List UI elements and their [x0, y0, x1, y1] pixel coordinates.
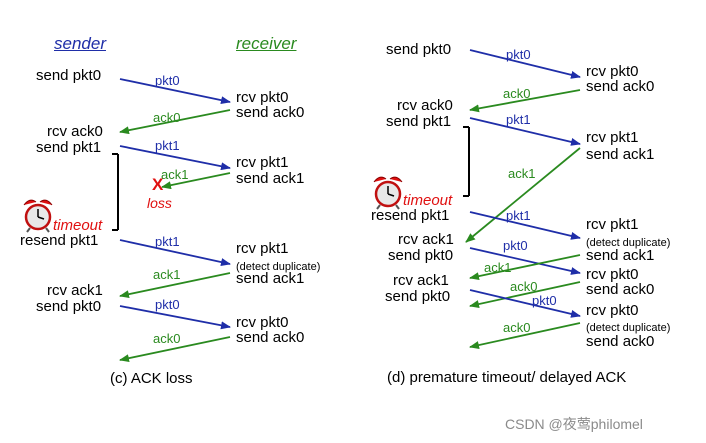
right-sender-send-pkt0-3: send pkt0: [385, 288, 451, 305]
right-sender-rcv-ack0: rcv ack0: [397, 97, 453, 114]
right-arrow-pkt0-3: [469, 289, 581, 318]
left-sender-rcv-ack1: rcv ack1: [47, 282, 103, 299]
right-sender-rcv-ack1-2: rcv ack1: [393, 272, 449, 289]
right-sender-resend-pkt1: resend pkt1: [371, 207, 450, 224]
right-msg-ack1: ack1: [508, 166, 536, 181]
right-receiver-detect-duplicate-2: (detect duplicate): [586, 322, 671, 334]
left-msg-ack1: ack1: [161, 167, 189, 182]
right-msg-pkt0: pkt0: [506, 47, 531, 62]
right-receiver-rcv-pkt1: rcv pkt1: [586, 129, 639, 146]
right-receiver-rcv-pkt0-2: rcv pkt0: [586, 266, 639, 283]
left-receiver-detect-duplicate: (detect duplicate): [236, 261, 321, 273]
right-arrow-pkt0-2: [469, 247, 581, 275]
left-timeout-label: timeout: [53, 217, 103, 234]
right-msg-ack0-2: ack0: [510, 279, 538, 294]
right-msg-ack1-2: ack1: [484, 260, 512, 275]
right-sender-send-pkt1: send pkt1: [386, 113, 452, 130]
left-receiver-send-ack1: send ack1: [236, 170, 305, 187]
right-msg-pkt0-3: pkt0: [532, 293, 557, 308]
left-receiver-rcv-pkt0: rcv pkt0: [236, 89, 289, 106]
watermark: CSDN @夜莺philomel: [505, 416, 643, 432]
left-receiver-title: receiver: [236, 34, 297, 53]
left-arrow-pkt0: [119, 78, 231, 105]
left-arrow-ack0: [119, 109, 231, 135]
right-receiver-detect-duplicate: (detect duplicate): [586, 237, 671, 249]
right-sender-rcv-ack1: rcv ack1: [398, 231, 454, 248]
right-msg-ack0-3: ack0: [503, 320, 531, 335]
left-sender-title: sender: [54, 34, 106, 53]
left-sender-resend-pkt1: resend pkt1: [20, 232, 99, 249]
left-sender-rcv-ack0: rcv ack0: [47, 123, 103, 140]
right-arrow-ack1-2: [469, 254, 581, 281]
left-sender-send-pkt1: send pkt1: [36, 139, 102, 156]
left-alarm-clock-icon: [23, 199, 53, 233]
right-sender-send-pkt0-2: send pkt0: [388, 247, 454, 264]
right-timeout-label: timeout: [403, 192, 453, 209]
left-arrow-ack1-lost: [161, 172, 231, 190]
right-arrow-pkt0: [469, 49, 581, 79]
left-receiver-rcv-pkt0-2: rcv pkt0: [236, 314, 289, 331]
loss-label: loss: [147, 195, 172, 211]
left-receiver-send-ack0: send ack0: [236, 104, 305, 121]
right-msg-pkt1-2: pkt1: [506, 208, 531, 223]
right-arrow-resend-pkt1: [469, 211, 581, 240]
right-sender-send-pkt0: send pkt0: [386, 41, 452, 58]
right-receiver-rcv-pkt0: rcv pkt0: [586, 63, 639, 80]
left-msg-ack1-2: ack1: [153, 267, 181, 282]
right-receiver-send-ack0-2: send ack0: [586, 281, 655, 298]
right-arrow-ack0-3: [469, 322, 581, 349]
left-sender-send-pkt0: send pkt0: [36, 67, 102, 84]
left-receiver-send-ack1-2: send ack1: [236, 270, 305, 287]
left-arrow-pkt0-2: [119, 305, 231, 330]
right-receiver-send-ack1-2: send ack1: [586, 247, 655, 264]
right-arrow-pkt1: [469, 117, 581, 146]
left-arrow-resend-pkt1: [119, 239, 231, 266]
left-arrow-pkt1: [119, 145, 231, 171]
left-arrow-ack0-2: [119, 336, 231, 363]
right-arrow-ack0-2: [469, 281, 581, 308]
right-msg-ack0: ack0: [503, 86, 531, 101]
right-caption: (d) premature timeout/ delayed ACK: [387, 369, 627, 386]
right-receiver-send-ack0: send ack0: [586, 78, 655, 95]
right-receiver-rcv-pkt1-2: rcv pkt1: [586, 216, 639, 233]
left-msg-pkt0-2: pkt0: [155, 297, 180, 312]
left-caption: (c) ACK loss: [110, 370, 193, 387]
left-msg-pkt1: pkt1: [155, 138, 180, 153]
left-msg-pkt0: pkt0: [155, 73, 180, 88]
right-receiver-send-ack0-3: send ack0: [586, 333, 655, 350]
left-msg-ack0: ack0: [153, 110, 181, 125]
loss-x-mark: X: [152, 175, 164, 194]
left-arrow-ack1: [119, 272, 231, 299]
left-receiver-send-ack0-2: send ack0: [236, 329, 305, 346]
right-msg-pkt1: pkt1: [506, 112, 531, 127]
right-receiver-send-ack1: send ack1: [586, 146, 655, 163]
left-sender-send-pkt0-2: send pkt0: [36, 298, 102, 315]
left-msg-pkt1-2: pkt1: [155, 234, 180, 249]
left-msg-ack0-2: ack0: [153, 331, 181, 346]
right-receiver-rcv-pkt0-3: rcv pkt0: [586, 302, 639, 319]
right-arrow-ack1-delayed: [465, 147, 581, 243]
right-msg-pkt0-2: pkt0: [503, 238, 528, 253]
left-receiver-rcv-pkt1-2: rcv pkt1: [236, 240, 289, 257]
right-alarm-clock-icon: [373, 176, 403, 210]
right-arrow-ack0: [469, 89, 581, 113]
left-receiver-rcv-pkt1: rcv pkt1: [236, 154, 289, 171]
